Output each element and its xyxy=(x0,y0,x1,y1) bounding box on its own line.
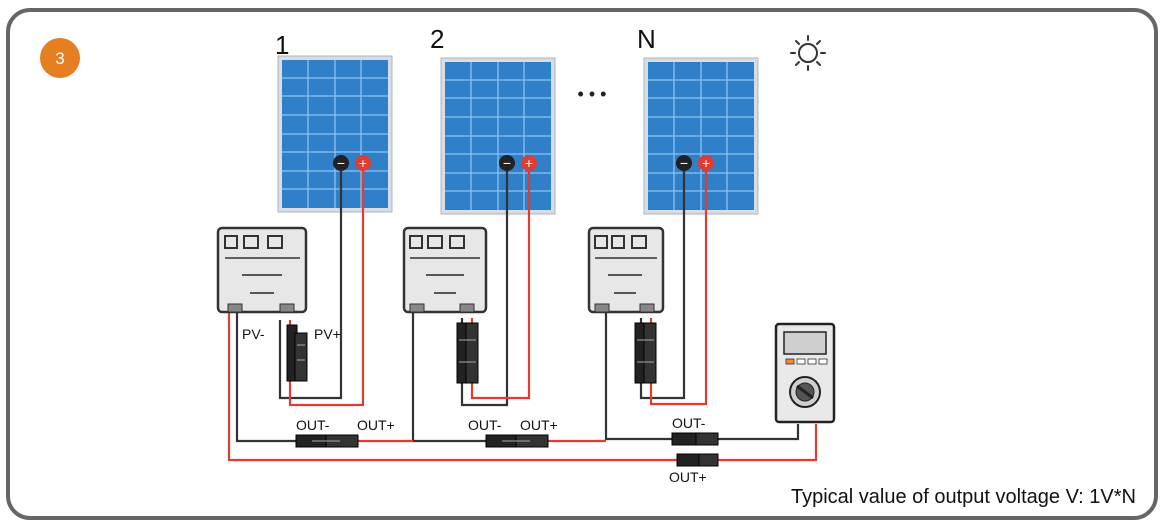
panel-number-1: 1 xyxy=(275,30,289,60)
input-connector-2 xyxy=(456,322,479,384)
panel-number-2: 2 xyxy=(430,24,444,54)
solar-panel-1 xyxy=(277,55,393,213)
svg-text:+: + xyxy=(359,155,367,171)
output-connector-1 xyxy=(295,434,359,448)
multimeter-icon xyxy=(774,322,836,424)
label-out-plus-1: OUT+ xyxy=(357,417,395,433)
panel-n-negative-terminal: − xyxy=(676,155,692,171)
solar-panel-n xyxy=(643,57,759,215)
step-badge-circle xyxy=(40,38,80,78)
label-out-minus-n: OUT- xyxy=(672,415,706,431)
sun-icon xyxy=(790,35,826,71)
label-out-plus-n: OUT+ xyxy=(669,469,707,485)
panel-1-positive-terminal: + xyxy=(355,155,371,171)
panel-1-negative-terminal: − xyxy=(333,155,349,171)
step-badge-number: 3 xyxy=(55,49,64,68)
output-connector-n-positive xyxy=(676,453,719,467)
svg-text:+: + xyxy=(525,155,533,171)
panel-2-positive-terminal: + xyxy=(521,155,537,171)
ellipsis: • • • xyxy=(578,84,607,104)
optimizer-2 xyxy=(402,226,488,314)
solar-panel-2 xyxy=(440,57,556,215)
label-pv-plus: PV+ xyxy=(314,326,341,342)
optimizer-1 xyxy=(216,226,308,314)
svg-text:−: − xyxy=(680,155,688,171)
svg-text:−: − xyxy=(503,155,511,171)
label-out-minus-2: OUT- xyxy=(468,417,502,433)
input-connector-1 xyxy=(286,324,308,382)
svg-text:+: + xyxy=(702,155,710,171)
label-out-minus-1: OUT- xyxy=(296,417,330,433)
optimizer-n xyxy=(587,226,665,314)
panel-number-n: N xyxy=(637,24,656,54)
input-connector-n xyxy=(634,322,657,384)
svg-text:−: − xyxy=(337,155,345,171)
label-pv-minus: PV- xyxy=(242,326,265,342)
series-output-wires xyxy=(227,312,818,462)
step-badge: 3 xyxy=(40,38,80,78)
output-connector-2 xyxy=(485,434,549,448)
panel-n-positive-terminal: + xyxy=(698,155,714,171)
output-voltage-note: Typical value of output voltage V: 1V*N xyxy=(791,486,1136,508)
panel-2-negative-terminal: − xyxy=(499,155,515,171)
output-connector-n-negative xyxy=(671,432,719,446)
label-out-plus-2: OUT+ xyxy=(520,417,558,433)
